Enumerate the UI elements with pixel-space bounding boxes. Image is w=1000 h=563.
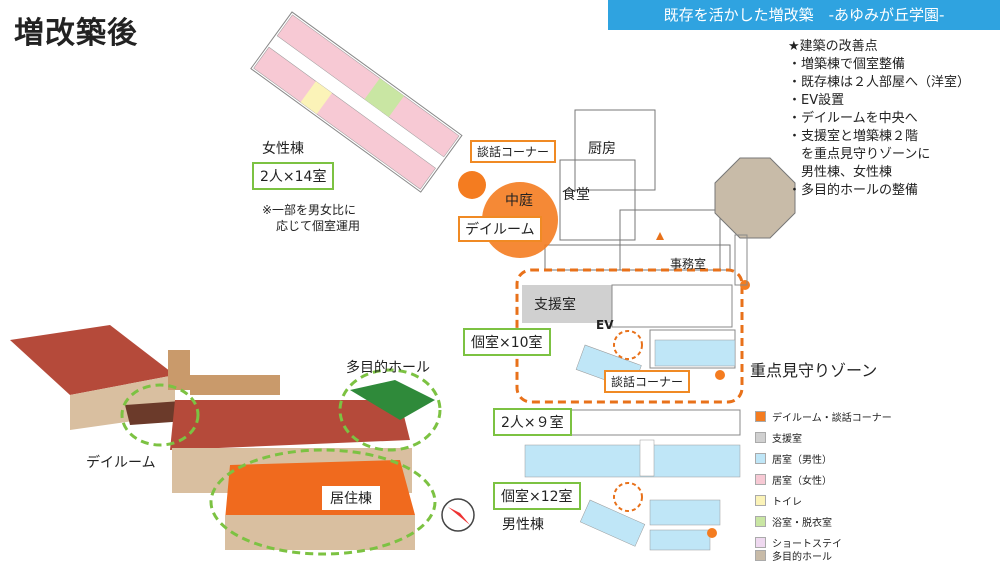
dayroom-plan-tag: デイルーム xyxy=(458,216,542,242)
legend-item: 居室（女性） xyxy=(755,472,832,487)
dining-label: 食堂 xyxy=(562,187,590,203)
note-item: 男性棟、女性棟 xyxy=(788,165,893,180)
legend-item: ショートステイ xyxy=(755,535,842,550)
private-12-box: 個室×12室 xyxy=(493,482,581,510)
support-room-plan xyxy=(522,285,612,323)
legend-item: 浴室・脱衣室 xyxy=(755,514,832,529)
legend-item: 居室（男性） xyxy=(755,451,832,466)
legend-item: デイルーム・談話コーナー xyxy=(755,409,892,424)
legend-swatch xyxy=(755,474,766,485)
note-item: ・EV設置 xyxy=(788,93,845,108)
legend-swatch xyxy=(755,432,766,443)
residence-label: 居住棟 xyxy=(322,486,380,510)
note-item: ・支援室と増築棟２階 xyxy=(788,129,919,144)
legend-swatch xyxy=(755,516,766,527)
dayroom-model-label: デイルーム xyxy=(86,455,156,471)
female-wing-label: 女性棟 xyxy=(262,141,304,157)
notes-heading: ★建築の改善点 xyxy=(788,39,878,54)
note-item: ・既存棟は２人部屋へ（洋室） xyxy=(788,75,971,90)
note-item: ・デイルームを中央へ xyxy=(788,111,918,126)
courtyard-label: 中庭 xyxy=(505,193,533,209)
note-item: を重点見守りゾーンに xyxy=(788,147,931,162)
support-room-label: 支援室 xyxy=(534,297,576,313)
note-item: ・多目的ホールの整備 xyxy=(788,183,919,198)
ev-label: EV xyxy=(596,318,614,332)
talk-corner-top-circle xyxy=(458,171,486,199)
legend-swatch xyxy=(755,550,766,561)
female-note-1: ※一部を男女比に xyxy=(262,203,357,217)
talk-corner-top-tag: 談話コーナー xyxy=(470,140,557,163)
legend-swatch xyxy=(755,495,766,506)
female-wing-plan xyxy=(250,11,463,193)
legend-item: 支援室 xyxy=(755,430,802,445)
talk-corner-mid-tag: 談話コーナー xyxy=(604,370,691,393)
female-rooms-box: 2人×14室 xyxy=(252,162,335,190)
office-label: 事務室 xyxy=(670,257,707,271)
private-10-box: 個室×10室 xyxy=(463,328,551,356)
legend-swatch xyxy=(755,537,766,548)
double-rooms-block-plan xyxy=(524,409,741,478)
legend-item: トイレ xyxy=(755,493,802,508)
legend-swatch xyxy=(755,411,766,422)
multipurpose-hall-plan xyxy=(714,157,796,239)
header-banner: 既存を活かした増改築 -あゆみが丘学園- xyxy=(608,0,1000,30)
female-note-2: 応じて個室運用 xyxy=(276,219,361,233)
improvement-notes: ★建築の改善点 ・増築棟で個室整備 ・既存棟は２人部屋へ（洋室） ・EV設置 ・… xyxy=(788,38,970,200)
double-9-box: 2人×９室 xyxy=(493,408,572,436)
note-item: ・増築棟で個室整備 xyxy=(788,57,906,72)
compass-icon xyxy=(441,498,475,532)
kitchen-label: 厨房 xyxy=(588,141,616,157)
legend-item: 多目的ホール xyxy=(755,548,832,563)
ev-circle xyxy=(613,330,643,360)
legend-swatch xyxy=(755,453,766,464)
male-wing-label: 男性棟 xyxy=(502,517,544,533)
page-title: 増改築後 xyxy=(14,16,138,51)
male-wing-plan xyxy=(579,499,646,547)
watch-zone-label: 重点見守りゾーン xyxy=(750,361,878,380)
multipurpose-hall-label: 多目的ホール xyxy=(346,360,430,376)
